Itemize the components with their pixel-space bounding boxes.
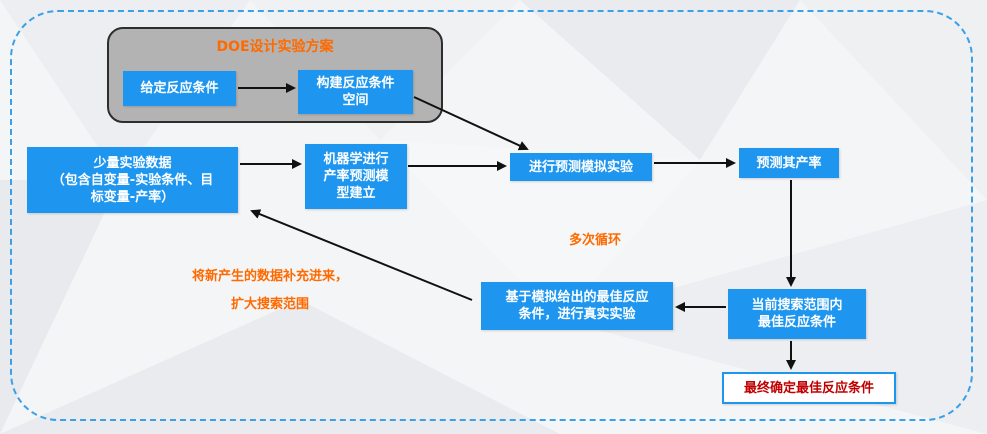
build-condition-space-box: 构建反应条件 空间 [298,70,413,114]
loop-label: 多次循环 [569,233,622,248]
process-loop-frame [10,10,973,421]
doe-panel-title: DOE设计实验方案 [216,39,334,55]
supplement-label-line1: 将新产生的数据补充进来， [191,269,348,284]
predict-yield-box: 预测其产率 [739,148,839,178]
current-best-conditions-box: 当前搜索范围内 最佳反应条件 [728,289,866,339]
given-conditions-box: 给定反应条件 [123,71,236,106]
prediction-simulation-box: 进行预测模拟实验 [510,153,652,181]
real-experiment-box: 基于模拟给出的最佳反应 条件，进行真实实验 [481,282,673,330]
supplement-label-line2: 扩大搜索范围 [230,297,309,312]
small-experiment-data-box: 少量实验数据 （包含自变量-实验条件、目 标变量-产率） [27,147,238,213]
final-best-conditions-box: 最终确定最佳反应条件 [722,372,896,404]
ml-model-box: 机器学进行 产率预测模 型建立 [305,144,407,209]
